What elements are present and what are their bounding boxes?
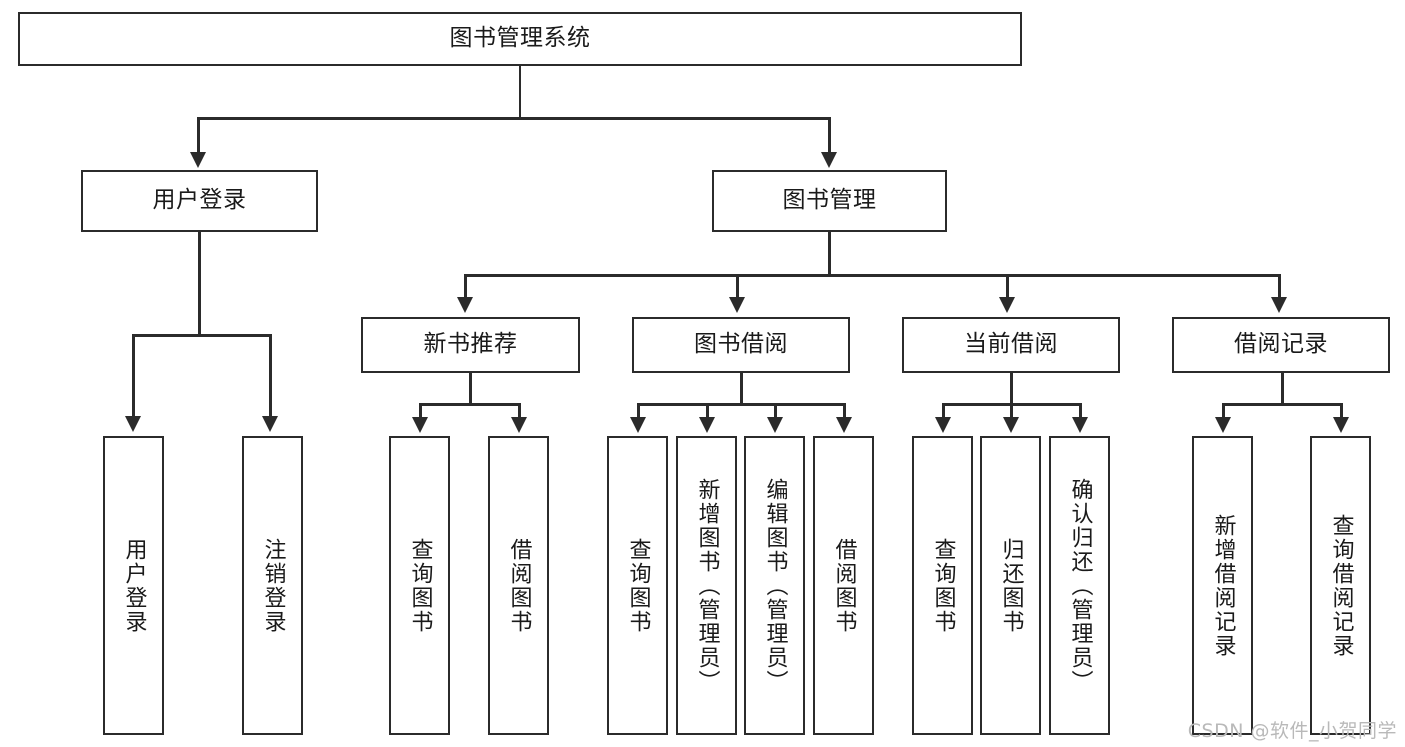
node-borrow-record-label: 借阅记录 xyxy=(1234,331,1328,358)
node-leaf-query-record-label: 查询借阅记录 xyxy=(1328,513,1354,658)
node-user-login-label: 用户登录 xyxy=(152,187,247,214)
node-leaf-add-book-label: 新增图书（管理员） xyxy=(694,477,720,694)
node-book-borrow[interactable]: 图书借阅 xyxy=(632,317,850,373)
node-book-borrow-label: 图书借阅 xyxy=(694,331,788,358)
connector-nbr-drop-1 xyxy=(419,403,422,419)
arrow-br-to-leaf-add-record xyxy=(1215,417,1231,433)
connector-bm-drop-3 xyxy=(1006,274,1009,299)
node-leaf-borrow-book-2-label: 借阅图书 xyxy=(831,537,857,634)
connector-nbr-stem xyxy=(469,373,472,405)
connector-bm-drop-2 xyxy=(736,274,739,299)
node-root[interactable]: 图书管理系统 xyxy=(18,12,1022,66)
node-leaf-borrow-book-1-label: 借阅图书 xyxy=(506,537,532,634)
arrow-bm-to-borrow-record xyxy=(1271,297,1287,313)
arrow-bb-to-leaf-add-book xyxy=(699,417,715,433)
arrow-user-login-to-leaf-user-login xyxy=(125,416,141,432)
connector-br-drop-1 xyxy=(1222,403,1225,419)
node-leaf-add-book[interactable]: 新增图书（管理员） xyxy=(676,436,737,735)
node-leaf-query-book-1-label: 查询图书 xyxy=(407,537,433,634)
arrow-cb-to-leaf-return-book xyxy=(1003,417,1019,433)
arrow-nbr-to-leaf-borrow-book xyxy=(511,417,527,433)
node-leaf-return-book-label: 归还图书 xyxy=(998,537,1024,634)
connector-user-login-drop-2 xyxy=(269,334,272,418)
arrow-bm-to-new-book-recommend xyxy=(457,297,473,313)
connector-user-login-bus xyxy=(132,334,269,337)
node-leaf-query-book-2[interactable]: 查询图书 xyxy=(607,436,668,735)
node-book-management[interactable]: 图书管理 xyxy=(712,170,947,232)
connector-cb-drop-1 xyxy=(942,403,945,419)
arrow-cb-to-leaf-confirm-return xyxy=(1072,417,1088,433)
arrow-bb-to-leaf-borrow-book xyxy=(836,417,852,433)
connector-cb-drop-2 xyxy=(1010,403,1013,419)
arrow-nbr-to-leaf-query-book xyxy=(412,417,428,433)
connector-bb-drop-3 xyxy=(774,403,777,419)
node-user-login[interactable]: 用户登录 xyxy=(81,170,318,232)
node-leaf-edit-book[interactable]: 编辑图书（管理员） xyxy=(744,436,805,735)
node-leaf-return-book[interactable]: 归还图书 xyxy=(980,436,1041,735)
connector-nbr-drop-2 xyxy=(518,403,521,419)
connector-root-drop-book-management xyxy=(828,117,831,155)
connector-nbr-bus xyxy=(419,403,518,406)
node-root-label: 图书管理系统 xyxy=(449,25,591,52)
arrow-root-to-user-login xyxy=(190,152,206,168)
arrow-bb-to-leaf-edit-book xyxy=(767,417,783,433)
arrow-bb-to-leaf-query-book xyxy=(630,417,646,433)
node-leaf-query-book-1[interactable]: 查询图书 xyxy=(389,436,450,735)
node-leaf-query-book-3[interactable]: 查询图书 xyxy=(912,436,973,735)
node-current-borrow[interactable]: 当前借阅 xyxy=(902,317,1120,373)
connector-bb-bus xyxy=(637,403,843,406)
node-new-book-recommend-label: 新书推荐 xyxy=(423,331,518,358)
connector-root-drop-user-login xyxy=(197,117,200,155)
node-leaf-logout-label: 注销登录 xyxy=(260,537,286,634)
node-leaf-borrow-book-1[interactable]: 借阅图书 xyxy=(488,436,549,735)
node-leaf-confirm-return[interactable]: 确认归还（管理员） xyxy=(1049,436,1110,735)
connector-root-bus xyxy=(197,117,830,120)
node-leaf-add-record[interactable]: 新增借阅记录 xyxy=(1192,436,1253,735)
node-leaf-query-book-3-label: 查询图书 xyxy=(930,537,956,634)
node-leaf-logout[interactable]: 注销登录 xyxy=(242,436,303,735)
node-leaf-edit-book-label: 编辑图书（管理员） xyxy=(762,477,788,694)
node-leaf-confirm-return-label: 确认归还（管理员） xyxy=(1067,477,1093,694)
arrow-root-to-book-management xyxy=(821,152,837,168)
connector-bm-drop-1 xyxy=(464,274,467,299)
connector-book-management-bus xyxy=(464,274,1281,277)
connector-book-management-stem xyxy=(828,232,831,276)
connector-bm-drop-4 xyxy=(1278,274,1281,299)
connector-cb-drop-3 xyxy=(1079,403,1082,419)
arrow-bm-to-book-borrow xyxy=(729,297,745,313)
connector-user-login-stem xyxy=(198,232,201,336)
node-borrow-record[interactable]: 借阅记录 xyxy=(1172,317,1390,373)
node-leaf-borrow-book-2[interactable]: 借阅图书 xyxy=(813,436,874,735)
arrow-user-login-to-leaf-logout xyxy=(262,416,278,432)
node-leaf-add-record-label: 新增借阅记录 xyxy=(1210,513,1236,658)
connector-bb-drop-4 xyxy=(843,403,846,419)
connector-br-drop-2 xyxy=(1340,403,1343,419)
arrow-br-to-leaf-query-record xyxy=(1333,417,1349,433)
node-leaf-user-login[interactable]: 用户登录 xyxy=(103,436,164,735)
node-leaf-query-record[interactable]: 查询借阅记录 xyxy=(1310,436,1371,735)
arrow-bm-to-current-borrow xyxy=(999,297,1015,313)
connector-br-bus xyxy=(1222,403,1340,406)
node-book-management-label: 图书管理 xyxy=(782,187,877,214)
connector-bb-drop-2 xyxy=(706,403,709,419)
connector-user-login-drop-1 xyxy=(132,334,135,418)
csdn-watermark: CSDN @软件_小贺同学 xyxy=(1187,720,1397,742)
node-new-book-recommend[interactable]: 新书推荐 xyxy=(361,317,580,373)
connector-bb-stem xyxy=(740,373,743,405)
connector-bb-drop-1 xyxy=(637,403,640,419)
arrow-cb-to-leaf-query-book xyxy=(935,417,951,433)
node-leaf-user-login-label: 用户登录 xyxy=(121,537,147,634)
connector-cb-stem xyxy=(1010,373,1013,405)
connector-br-stem xyxy=(1281,373,1284,405)
node-current-borrow-label: 当前借阅 xyxy=(964,331,1058,358)
node-leaf-query-book-2-label: 查询图书 xyxy=(625,537,651,634)
connector-root-stem xyxy=(518,66,521,118)
